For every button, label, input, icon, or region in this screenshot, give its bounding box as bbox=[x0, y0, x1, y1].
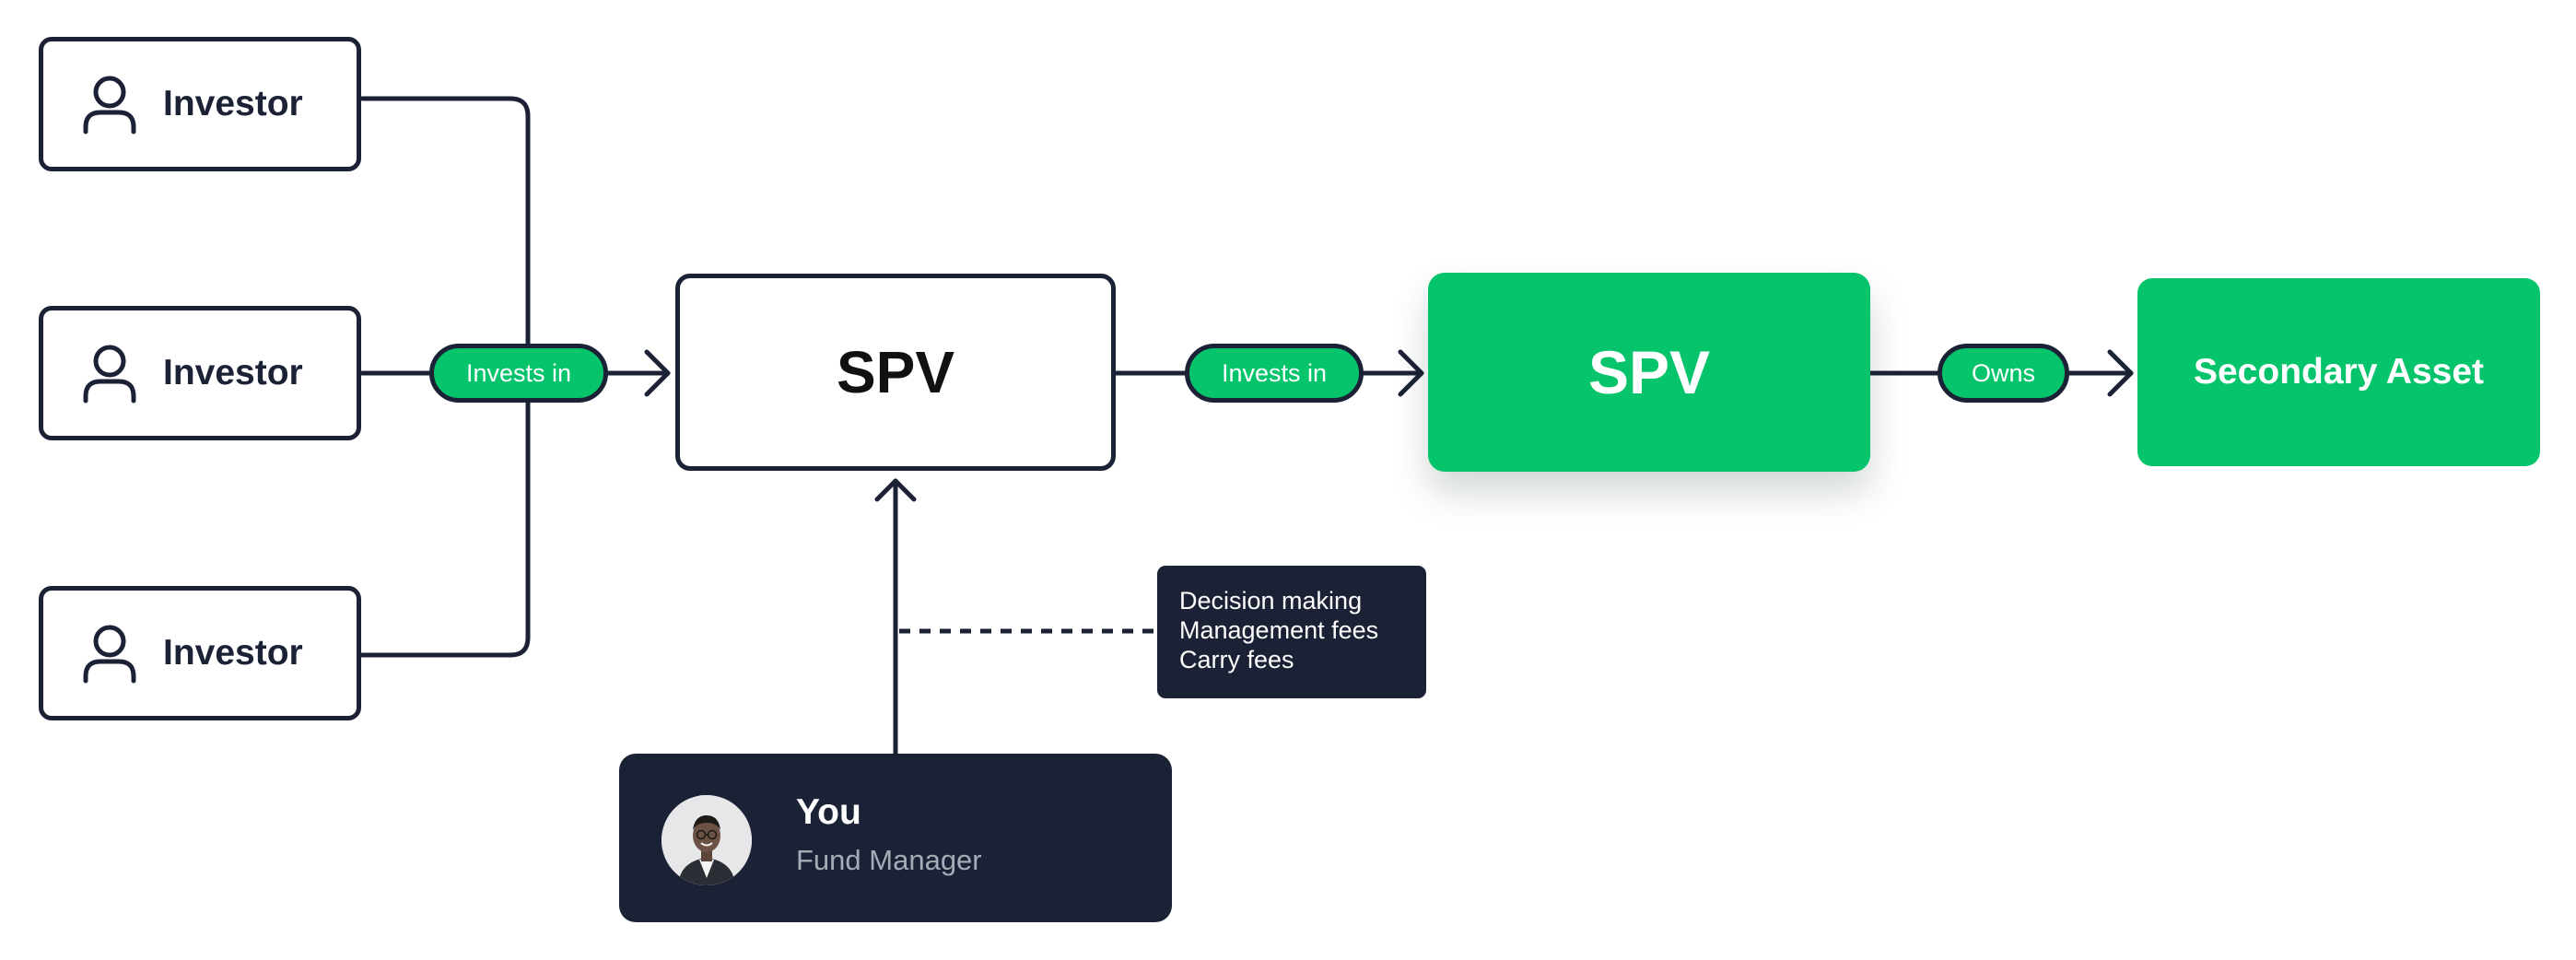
investor-node-1: Investor bbox=[39, 37, 361, 171]
investor-node-3: Investor bbox=[39, 586, 361, 720]
investor-label: Investor bbox=[163, 353, 303, 392]
investor-label: Investor bbox=[163, 84, 303, 123]
manager-role: Fund Manager bbox=[796, 844, 982, 876]
avatar bbox=[662, 795, 752, 885]
responsibility-item: Decision making bbox=[1179, 587, 1363, 615]
secondary-asset-node: Secondary Asset bbox=[2137, 278, 2540, 466]
person-icon bbox=[83, 76, 136, 135]
edge-label-invests-in-spv: Invests in bbox=[1185, 344, 1364, 403]
person-icon bbox=[83, 345, 136, 404]
responsibility-item: Management fees bbox=[1179, 616, 1379, 644]
fund-manager-card: You Fund Manager bbox=[619, 754, 1172, 922]
edge-label-invests-in: Invests in bbox=[429, 344, 608, 403]
edge-label-owns: Owns bbox=[1938, 344, 2069, 403]
spv-node-secondary: SPV bbox=[1428, 273, 1870, 472]
spv-node-primary: SPV bbox=[675, 274, 1116, 471]
responsibility-item: Carry fees bbox=[1179, 646, 1294, 673]
investor-node-2: Investor bbox=[39, 306, 361, 440]
person-icon bbox=[83, 625, 136, 684]
investor-label: Investor bbox=[163, 633, 303, 673]
avatar-photo-icon bbox=[662, 795, 752, 885]
responsibilities-note: Decision making Management fees Carry fe… bbox=[1157, 566, 1426, 698]
manager-name: You bbox=[796, 792, 861, 832]
